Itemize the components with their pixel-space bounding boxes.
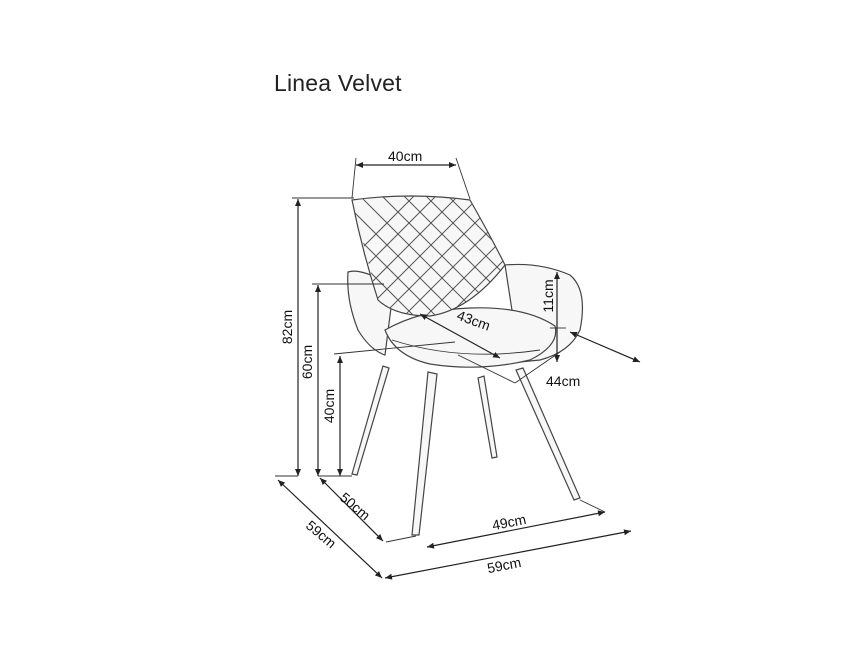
total-depth-line [277, 479, 383, 579]
seat-depth-line [419, 313, 501, 359]
front-right-leg [515, 367, 581, 501]
total-width-line [384, 529, 632, 580]
label-seat-height: 40cm [321, 389, 337, 423]
label-seat-width: 44cm [546, 373, 580, 389]
dimension-lines [275, 157, 641, 580]
label-armrest-rise: 11cm [540, 279, 556, 312]
label-back-width: 40cm [388, 148, 422, 164]
product-title: Linea Velvet [274, 70, 402, 96]
seat-width-line [569, 331, 641, 363]
label-leg-depth: 50cm [337, 489, 374, 523]
back-left-leg [351, 365, 390, 476]
label-total-depth: 59cm [303, 517, 340, 551]
front-left-leg [411, 371, 438, 536]
label-leg-width: 49cm [491, 511, 528, 533]
back-right-leg [477, 375, 498, 459]
label-total-width: 59cm [486, 554, 523, 576]
label-total-height: 82cm [279, 310, 295, 344]
label-armrest-height: 60cm [299, 345, 315, 379]
